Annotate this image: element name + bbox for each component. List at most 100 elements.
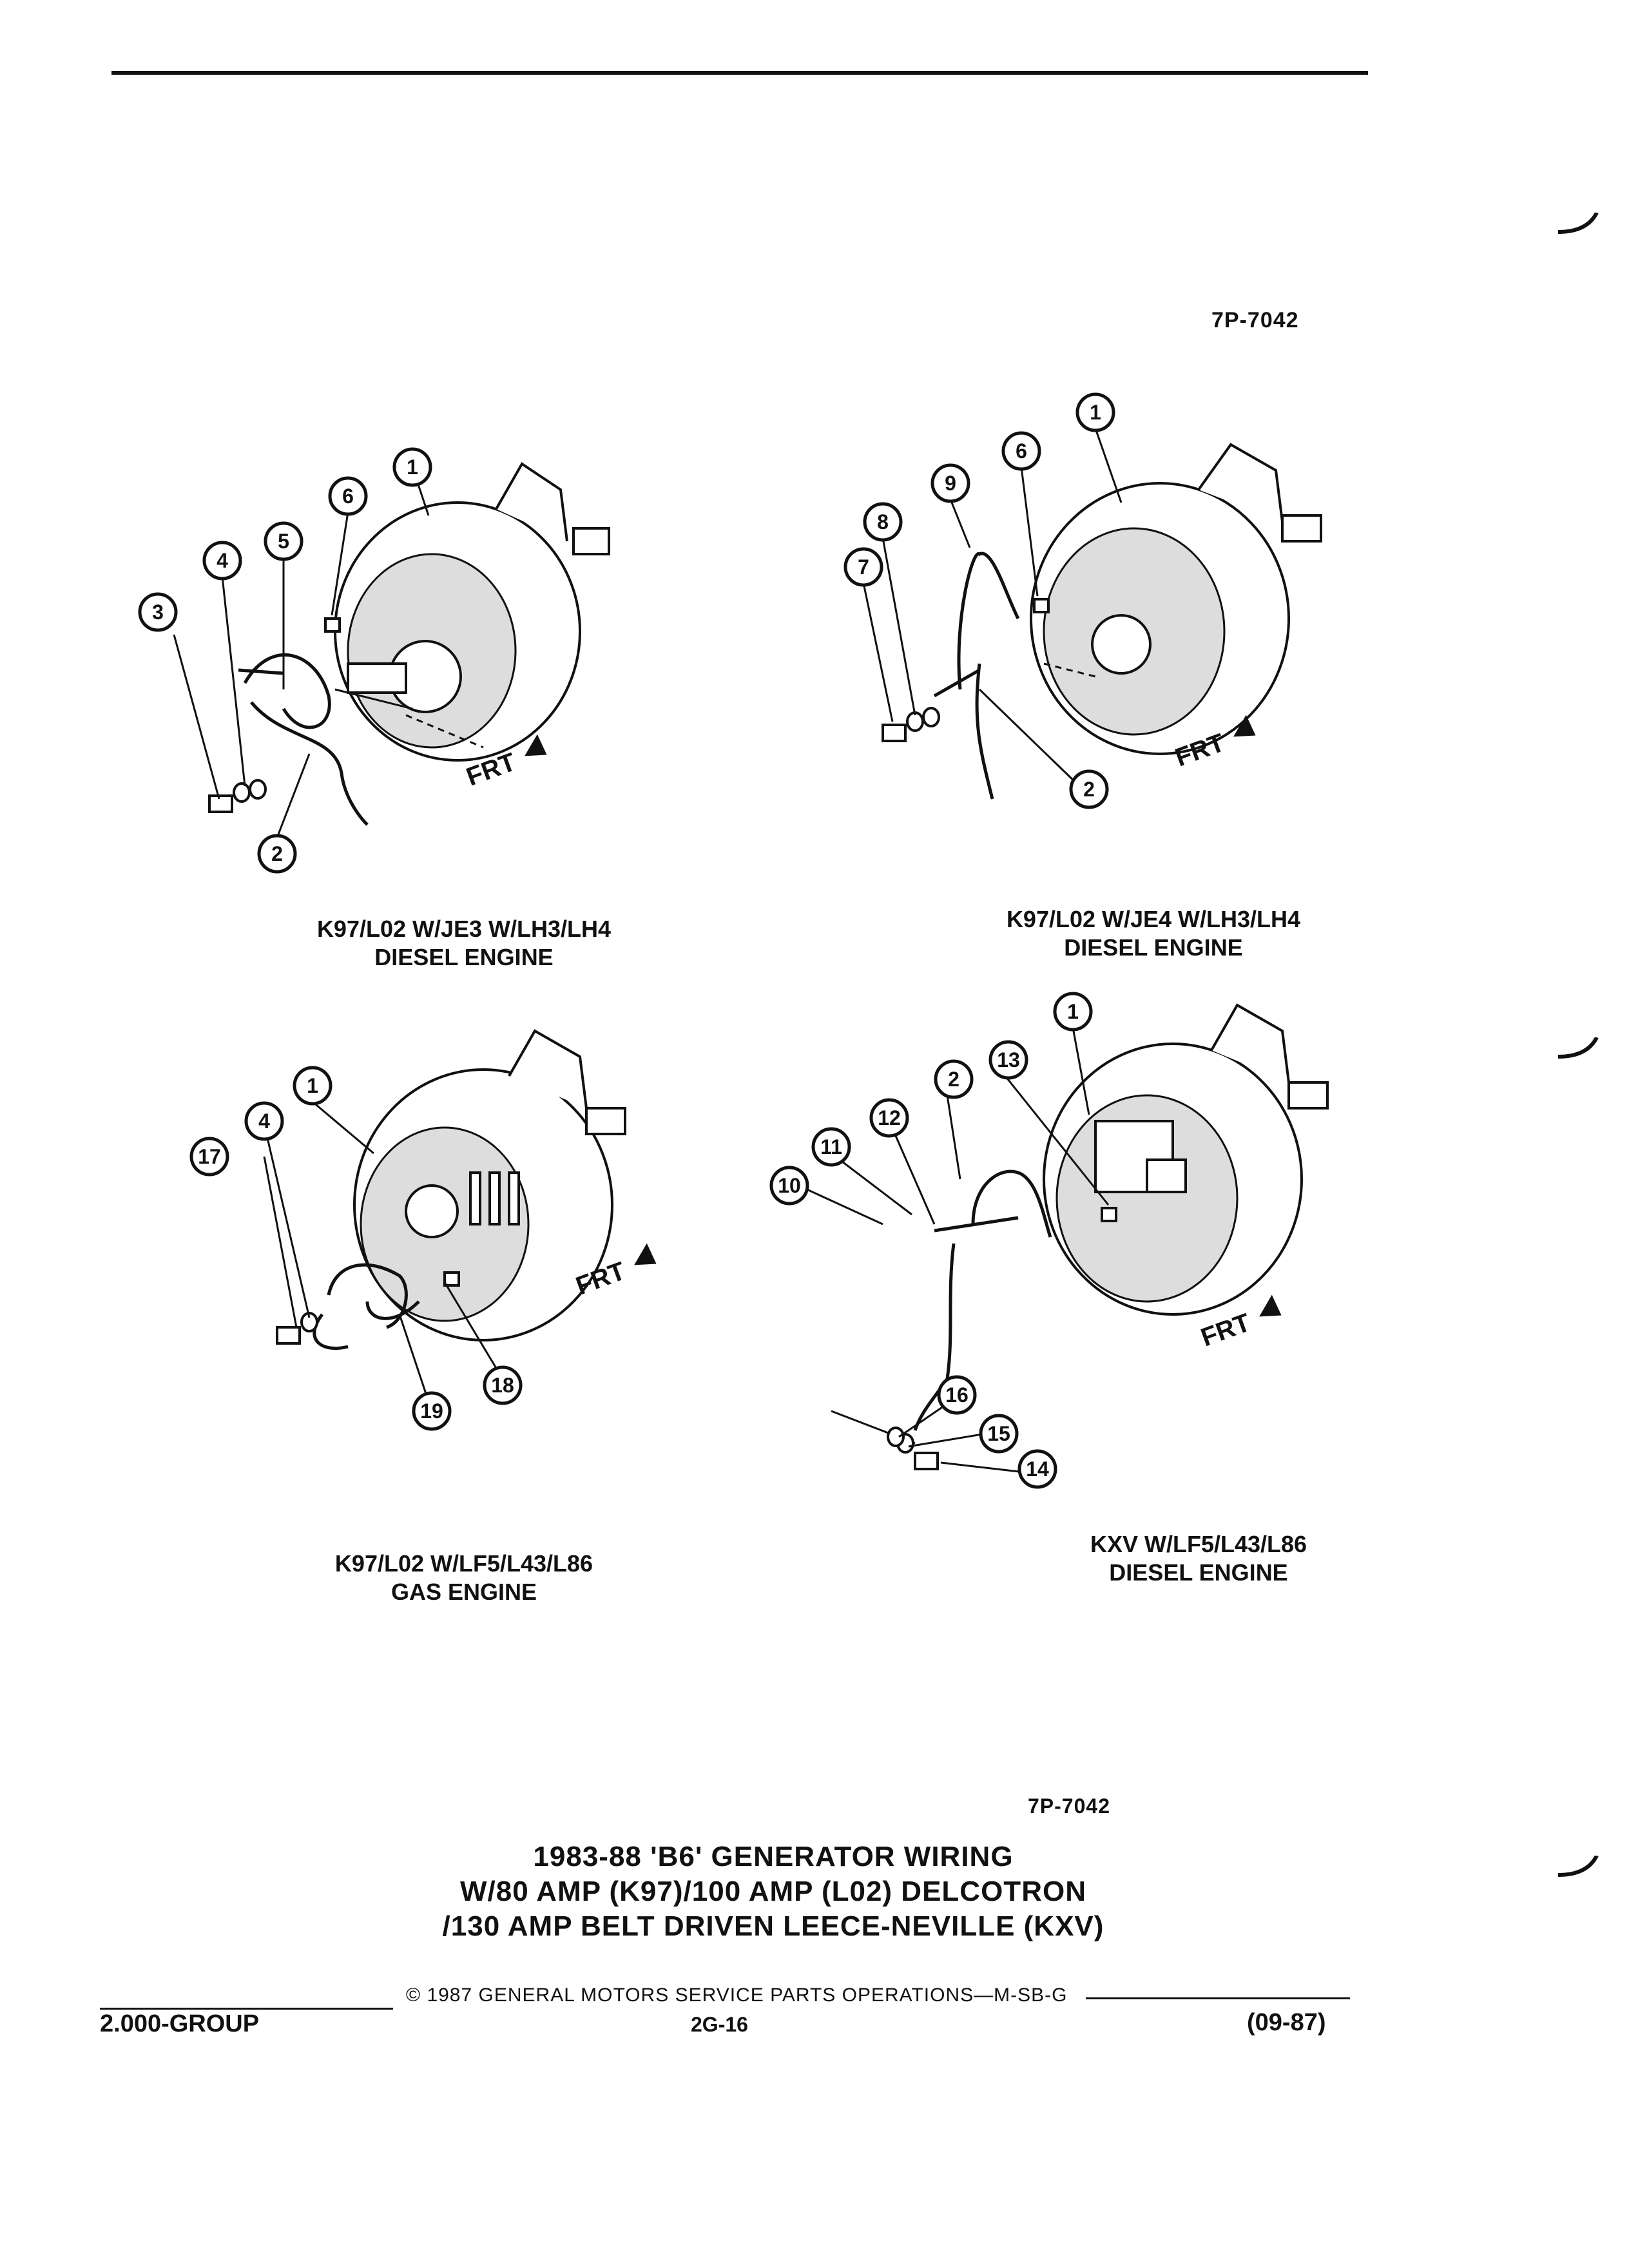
leader-lines (862, 428, 1123, 787)
callout-14: 14 (1017, 1449, 1057, 1489)
svg-text:19: 19 (420, 1399, 443, 1423)
callout-11: 11 (811, 1127, 851, 1167)
callout-1: 1 (293, 1066, 333, 1106)
diagram-3-caption: K97/L02 W/LF5/L43/L86 GAS ENGINE (245, 1550, 683, 1606)
footer-rule-right (1086, 1997, 1350, 1999)
footer-rule-left (100, 2008, 393, 2010)
binder-mark-top (1557, 213, 1599, 234)
svg-text:1: 1 (1090, 401, 1101, 424)
binder-mark-middle (1557, 1037, 1599, 1059)
diagram-4-caption-line2: DIESEL ENGINE (1109, 1559, 1288, 1586)
svg-text:1: 1 (307, 1074, 318, 1097)
page-title-line3: /130 AMP BELT DRIVEN LEECE-NEVILLE (KXV) (442, 1910, 1104, 1942)
diagram-2-caption: K97/L02 W/JE4 W/LH3/LH4 DIESEL ENGINE (934, 905, 1373, 962)
diagram-1-caption-line1: K97/L02 W/JE3 W/LH3/LH4 (316, 916, 612, 942)
svg-text:10: 10 (778, 1174, 801, 1197)
group-number: 2.000-GROUP (100, 2010, 260, 2037)
callout-19: 19 (412, 1391, 452, 1431)
callout-6: 6 (328, 476, 368, 516)
svg-text:5: 5 (278, 530, 289, 553)
leader-lines (263, 1100, 504, 1402)
callout-1: 1 (392, 447, 432, 487)
ref-number-bottom: 7P-7042 (1028, 1794, 1110, 1818)
callout-16: 16 (937, 1375, 977, 1415)
svg-text:12: 12 (878, 1106, 901, 1129)
svg-text:2: 2 (1083, 778, 1095, 801)
svg-text:16: 16 (945, 1383, 969, 1407)
callout-18: 18 (483, 1365, 523, 1405)
diagram-2-caption-line1: K97/L02 W/JE4 W/LH3/LH4 (1006, 906, 1301, 932)
callout-8: 8 (863, 502, 903, 542)
callout-12: 12 (869, 1098, 909, 1138)
svg-text:8: 8 (877, 510, 889, 533)
wire-harness (933, 552, 1020, 800)
alternator-body (1043, 1003, 1329, 1316)
alternator-body (1030, 443, 1322, 755)
callout-10: 10 (769, 1166, 809, 1206)
top-rule (111, 71, 1368, 75)
ref-number-top: 7P-7042 (1211, 308, 1299, 332)
svg-text:11: 11 (820, 1135, 842, 1158)
diagram-4-illustration: 1 2 10 11 12 13 14 15 16 FRT (769, 992, 1329, 1489)
svg-text:1: 1 (407, 456, 418, 479)
diagram-4-caption-line1: KXV W/LF5/L43/L86 (1090, 1531, 1307, 1557)
callout-1: 1 (1053, 992, 1093, 1032)
leader-lines (805, 1027, 1110, 1474)
callout-13: 13 (988, 1040, 1028, 1080)
svg-text:2: 2 (271, 842, 283, 865)
diagram-1-caption: K97/L02 W/JE3 W/LH3/LH4 DIESEL ENGINE (245, 915, 683, 972)
svg-text:7: 7 (858, 555, 869, 579)
diagram-2-caption-line2: DIESEL ENGINE (1064, 934, 1243, 961)
page-number: 2G-16 (691, 2013, 748, 2036)
callout-3: 3 (138, 592, 178, 632)
diagram-3-caption-line1: K97/L02 W/LF5/L43/L86 (334, 1550, 593, 1577)
callout-17: 17 (189, 1137, 229, 1177)
svg-text:6: 6 (1016, 439, 1027, 463)
alternator-body (334, 462, 610, 762)
callout-1: 1 (1075, 392, 1115, 432)
leader-lines (173, 466, 430, 838)
diagram-2-illustration: 1 2 6 7 8 9 FRT (843, 392, 1322, 809)
hardware (882, 598, 1050, 742)
callout-4: 4 (202, 541, 242, 581)
callout-4: 4 (244, 1101, 284, 1141)
wire-harness (831, 1169, 1052, 1445)
callout-2: 2 (257, 834, 297, 874)
revision-date: (09-87) (1247, 2009, 1326, 2036)
copyright-notice: © 1987 GENERAL MOTORS SERVICE PARTS OPER… (406, 1984, 1068, 2006)
svg-text:14: 14 (1026, 1457, 1049, 1481)
page-title: 1983-88 'B6' GENERATOR WIRING W/80 AMP (… (387, 1840, 1160, 1944)
svg-text:9: 9 (945, 472, 956, 495)
callout-9: 9 (930, 463, 970, 503)
page-title-line1: 1983-88 'B6' GENERATOR WIRING (533, 1841, 1014, 1872)
svg-text:18: 18 (491, 1374, 514, 1397)
callout-15: 15 (979, 1414, 1019, 1454)
svg-text:4: 4 (217, 549, 228, 572)
callout-2: 2 (1069, 769, 1109, 809)
svg-text:17: 17 (198, 1145, 221, 1168)
callout-6: 6 (1001, 431, 1041, 471)
diagram-3-illustration: 1 4 17 18 19 FRT (189, 1029, 657, 1431)
binder-mark-bottom (1557, 1856, 1599, 1877)
svg-text:15: 15 (987, 1422, 1010, 1445)
svg-text:2: 2 (948, 1068, 959, 1091)
diagram-4-caption: KXV W/LF5/L43/L86 DIESEL ENGINE (979, 1530, 1418, 1587)
callout-5: 5 (264, 521, 304, 561)
svg-text:6: 6 (342, 485, 354, 508)
hardware (208, 617, 341, 813)
svg-text:13: 13 (997, 1048, 1020, 1072)
svg-text:1: 1 (1067, 1000, 1079, 1023)
hardware (887, 1207, 1117, 1470)
callout-2: 2 (934, 1059, 974, 1099)
wire-harness (238, 653, 369, 826)
page-title-line2: W/80 AMP (K97)/100 AMP (L02) DELCOTRON (460, 1876, 1086, 1907)
svg-text:3: 3 (152, 601, 164, 624)
diagram-3-caption-line2: GAS ENGINE (390, 1579, 537, 1605)
alternator-body (353, 1029, 626, 1341)
svg-text:4: 4 (258, 1110, 270, 1133)
callout-7: 7 (843, 547, 883, 587)
hardware (276, 1271, 460, 1345)
diagram-1-caption-line2: DIESEL ENGINE (374, 944, 554, 970)
diagram-1-illustration: 1 2 3 4 5 6 FRT (138, 447, 610, 874)
svg-text:FRT: FRT (1197, 1309, 1254, 1352)
